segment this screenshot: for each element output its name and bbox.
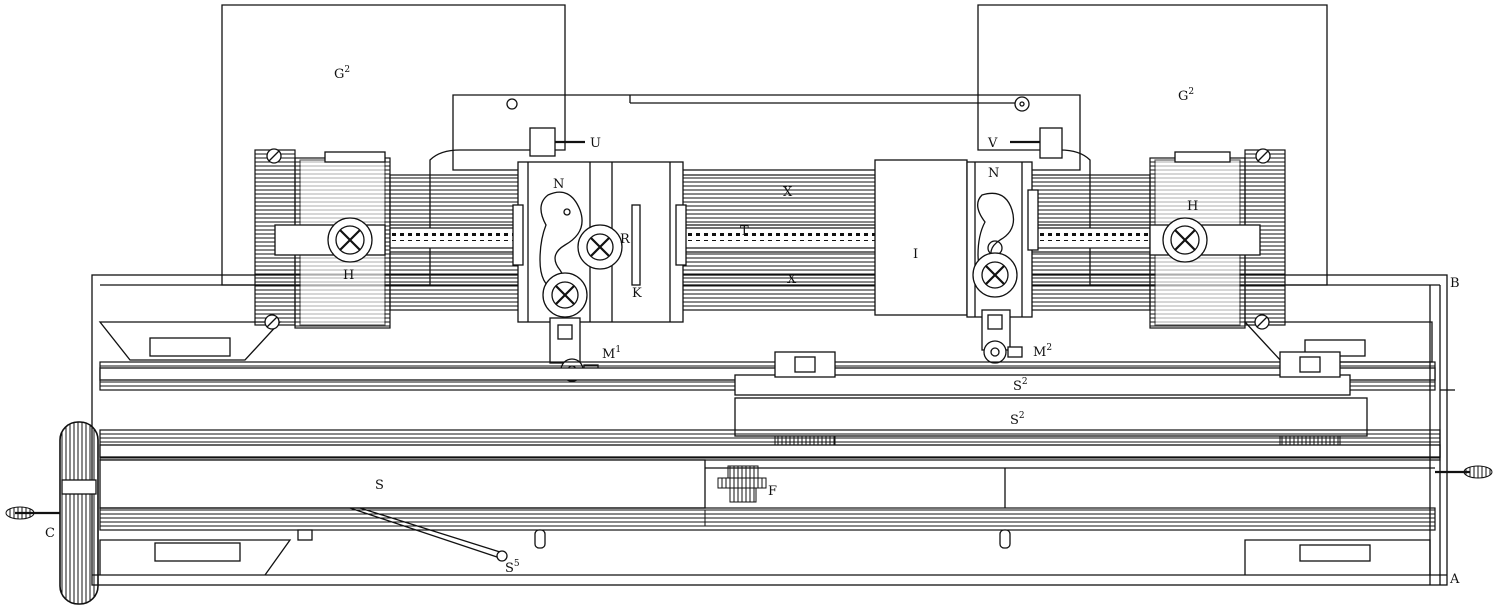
label-t: T bbox=[740, 224, 749, 239]
label-m2: M2 bbox=[1033, 343, 1052, 360]
gear-housing-left bbox=[254, 148, 391, 330]
label-b: B bbox=[1450, 276, 1460, 291]
label-m1: M1 bbox=[602, 345, 621, 362]
label-s2-top: S2 bbox=[1013, 377, 1028, 394]
label-c: C bbox=[45, 526, 55, 541]
label-a: A bbox=[1449, 572, 1460, 587]
crank-right bbox=[1435, 389, 1493, 479]
slide-s2-top bbox=[734, 374, 1351, 396]
label-u: U bbox=[590, 136, 601, 151]
slide-s bbox=[99, 459, 706, 509]
label-r: R bbox=[620, 232, 631, 247]
gear-housing-right bbox=[1149, 148, 1286, 330]
label-x-top: X bbox=[783, 185, 793, 200]
top-center-plate bbox=[452, 94, 1081, 171]
label-n-right: N bbox=[988, 166, 999, 181]
label-i: I bbox=[913, 247, 918, 262]
lever-s5 bbox=[349, 507, 501, 559]
label-s: S bbox=[375, 478, 384, 493]
center-block-i bbox=[874, 159, 968, 316]
label-g2-left: G2 bbox=[334, 65, 350, 82]
label-h-right: H bbox=[1187, 199, 1198, 214]
label-g2-right: G2 bbox=[1178, 87, 1194, 104]
roller-lower bbox=[389, 251, 1151, 311]
label-f: F bbox=[768, 484, 777, 499]
label-k: K bbox=[632, 286, 642, 301]
label-n-left: N bbox=[553, 177, 564, 192]
label-v: V bbox=[987, 136, 998, 151]
carriage-left bbox=[512, 127, 687, 382]
label-x-bottom: X bbox=[787, 272, 797, 287]
label-s2-bottom: S2 bbox=[1010, 411, 1025, 428]
gear-f bbox=[717, 465, 767, 503]
carriage-right bbox=[966, 127, 1063, 364]
label-s5: S5 bbox=[505, 559, 520, 576]
label-h-left: H bbox=[343, 268, 354, 283]
handwheel-c bbox=[5, 421, 99, 605]
